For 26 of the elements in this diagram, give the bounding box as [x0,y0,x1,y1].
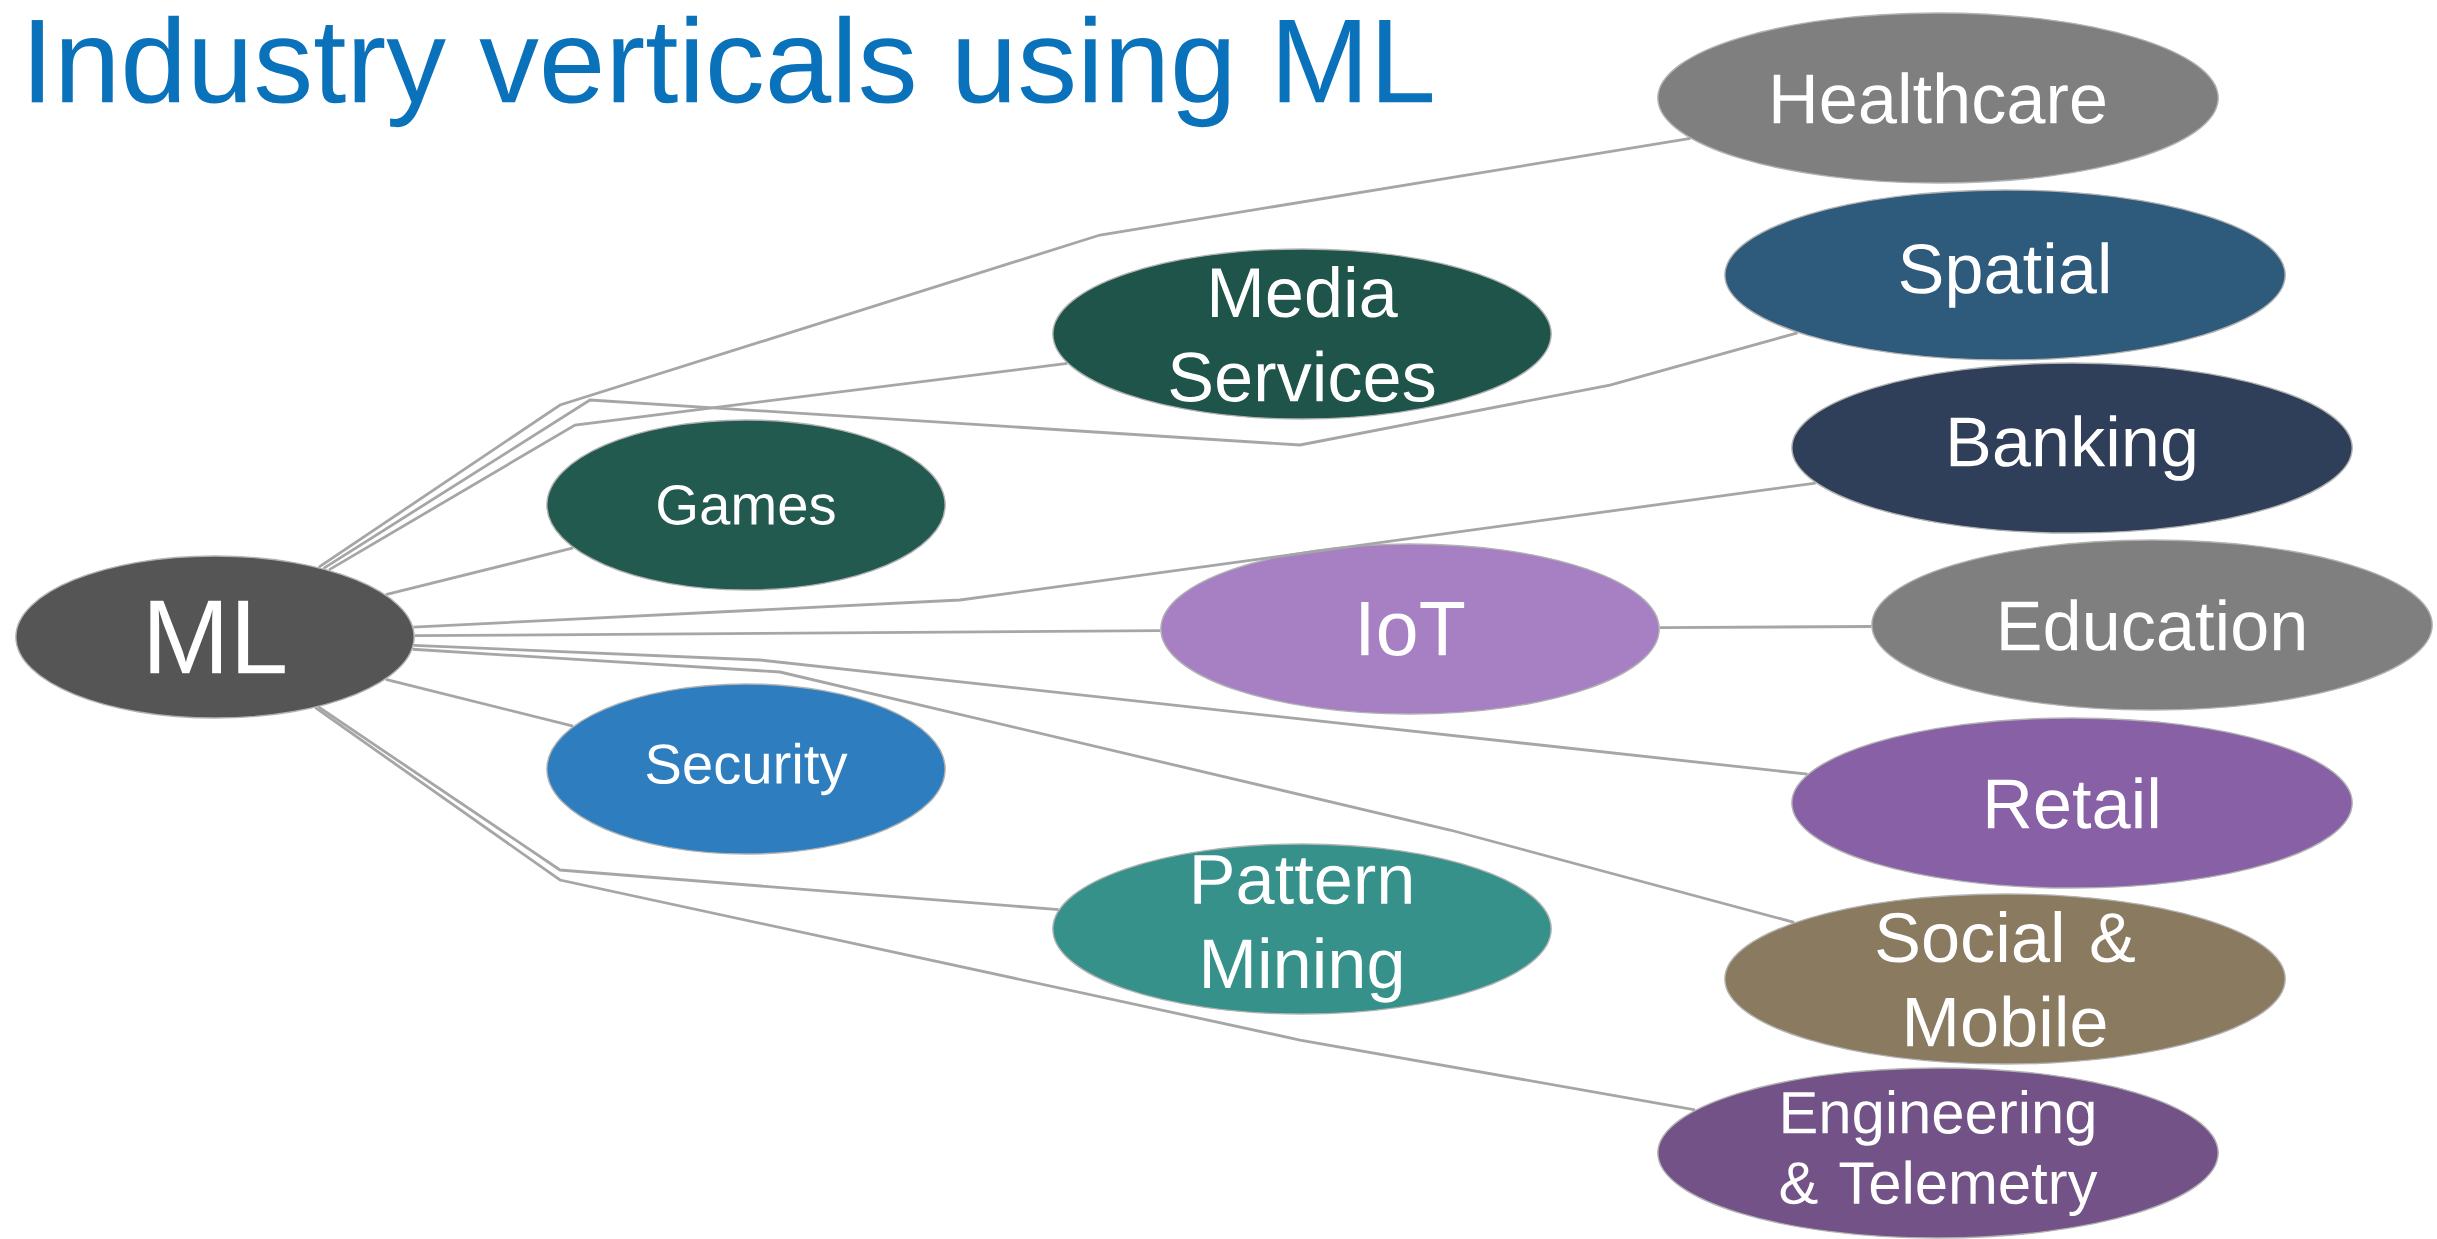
ellipse-node: Spatial [1724,189,2286,361]
ellipse-node: ML [15,555,415,719]
slide-title: Industry verticals using ML [31,15,1432,128]
ellipse-node: Banking [1791,362,2353,534]
ellipse-node: Social & Mobile [1724,893,2286,1065]
connector-line [322,331,1798,570]
connector-line [412,647,1795,924]
connector-line [385,546,574,596]
ellipse-node: Security [546,683,946,855]
connector-line [414,629,1161,638]
connector-line [385,678,574,728]
connector-line [314,706,1696,1112]
ellipse-node: Engineering & Telemetry [1657,1067,2219,1239]
connector-line [1659,625,1872,630]
connector-line [318,137,1691,569]
ellipse-node: Pattern Mining [1052,843,1552,1015]
ellipse-node: Games [546,419,946,591]
connector-line [328,362,1068,572]
ellipse-node: Media Services [1052,248,1552,420]
connector-line [413,481,1816,629]
ellipse-node: IoT [1160,543,1660,715]
ellipse-node: Healthcare [1657,12,2219,184]
ellipse-node: Education [1871,539,2433,711]
ellipse-node: Retail [1791,717,2353,889]
connector-line [413,644,1808,776]
connector-line [317,705,1059,912]
